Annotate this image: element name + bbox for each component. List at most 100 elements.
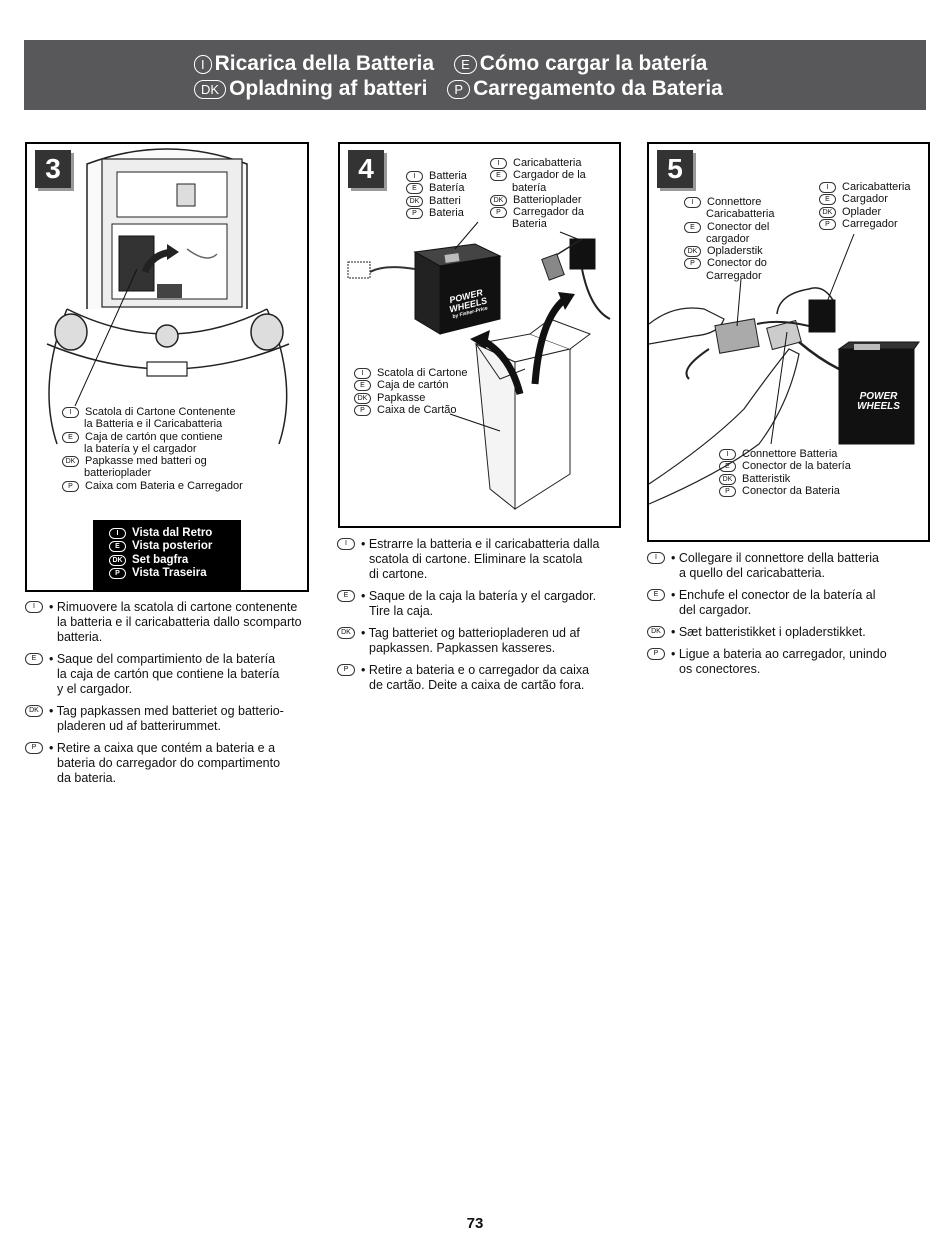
page-number: 73 xyxy=(466,1215,484,1232)
callout-text: Caricabatteria xyxy=(513,157,582,169)
view-text: Vista dal Retro xyxy=(132,526,213,539)
charger-connector-callout: I Connettore Caricabatteria E Conector del… xyxy=(684,196,774,282)
lang-badge: DK xyxy=(684,246,701,258)
lang-badge: DK xyxy=(62,456,79,468)
instruction-line: del cargador. xyxy=(679,603,752,617)
instruction-line: os conectores. xyxy=(679,662,761,676)
callout-text: Caja de cartón xyxy=(377,379,449,392)
lang-badge: P xyxy=(406,207,423,219)
lang-badge: P xyxy=(684,258,701,270)
instruction-line: • Retire a caixa que contém a bateria e … xyxy=(49,741,276,755)
instruction-paragraph: P • Retire a caixa que contém a bateria … xyxy=(25,741,315,786)
lang-badge: I xyxy=(337,538,355,550)
lang-badge: I xyxy=(25,601,43,613)
callout-text: cargador xyxy=(706,232,750,245)
callout-text: Papkasse med batteri og xyxy=(85,455,207,468)
lang-badge: E xyxy=(819,194,836,206)
step-5-instructions: I • Collegare il connettore della batter… xyxy=(647,551,937,684)
instruction-line: scatola di cartone. Eliminare la scatola xyxy=(369,552,583,566)
lang-badge: I xyxy=(109,527,126,539)
instruction-line: de cartão. Deite a caixa de cartão fora. xyxy=(369,678,585,692)
lang-badge: E xyxy=(62,431,79,443)
callout-text: Caixa de Cartão xyxy=(377,403,457,416)
instruction-line: di cartone. xyxy=(369,567,428,581)
instruction-paragraph: DK • Tag batteriet og batteriopladeren u… xyxy=(337,626,627,656)
instruction-line: pladeren ud af batterirummet. xyxy=(57,719,221,733)
lang-badge: DK xyxy=(354,392,371,404)
view-text: Vista Traseira xyxy=(132,567,207,580)
lang-badge: DK xyxy=(25,705,43,717)
step-number: 5 xyxy=(657,150,693,188)
callout-text: Conector del xyxy=(707,220,770,233)
page-header: I Ricarica della Batteria E Cómo cargar … xyxy=(24,40,926,110)
lang-badge: P xyxy=(109,568,126,580)
view-text: Set bagfra xyxy=(132,553,189,566)
lang-badge: I xyxy=(194,54,212,74)
instruction-line: batteria. xyxy=(57,630,103,644)
header-row-1: I Ricarica della Batteria E Cómo cargar … xyxy=(194,52,707,76)
lang-badge: P xyxy=(354,404,371,416)
battery-box-illustration xyxy=(347,221,611,511)
lang-badge: E xyxy=(490,170,507,182)
callout-text: Caja de cartón que contiene xyxy=(85,430,223,443)
instruction-paragraph: E • Saque del compartimiento de la bater… xyxy=(25,652,315,697)
callout-text: Batteria xyxy=(429,170,467,182)
callout-text: Conector do xyxy=(707,257,767,270)
step-number: 3 xyxy=(35,150,71,188)
lang-badge: E xyxy=(647,589,665,601)
callout-text: Connettore xyxy=(707,196,762,208)
callout-text: batería xyxy=(512,181,547,194)
callout-text: Batteri xyxy=(429,194,461,207)
lang-badge: P xyxy=(337,664,355,676)
callout-text: Batería xyxy=(429,182,465,195)
callout-text: Cargador xyxy=(842,193,888,206)
instruction-line: • Ligue a bateria ao carregador, unindo xyxy=(671,647,887,661)
instruction-line: • Retire a bateria e o carregador da cai… xyxy=(361,663,590,677)
callout-text: Connettore Batteria xyxy=(742,448,838,460)
lang-badge: P xyxy=(25,742,43,754)
lang-badge: DK xyxy=(406,195,423,207)
lang-badge: DK xyxy=(109,554,126,566)
instruction-line: • Saque del compartimiento de la batería xyxy=(49,652,276,666)
lang-badge: P xyxy=(62,480,79,492)
instruction-line: • Tag papkassen med batteriet og batteri… xyxy=(49,704,284,718)
callout-text: Caricabatteria xyxy=(706,208,775,221)
instruction-line: da bateria. xyxy=(57,771,117,785)
header-title: Cómo cargar la batería xyxy=(479,52,708,75)
instruction-paragraph: P • Retire a bateria e o carregador da c… xyxy=(337,663,627,693)
lang-badge: E xyxy=(406,183,423,195)
lang-badge: P xyxy=(447,79,471,99)
callout-text: Opladerstik xyxy=(707,245,763,258)
lang-badge: E xyxy=(684,221,701,233)
lang-badge: I xyxy=(62,407,79,418)
callout-text: la Batteria e il Caricabatteria xyxy=(84,418,223,431)
callout-text: Scatola di Cartone Contenente xyxy=(85,406,236,418)
callout-text: Caixa com Bateria e Carregador xyxy=(85,479,243,492)
lang-badge: I xyxy=(719,449,736,460)
instruction-line: Tire la caja. xyxy=(369,604,434,618)
step-4-instructions: I • Estrarre la batteria e il caricabatt… xyxy=(337,537,627,700)
header-title: Carregamento da Bateria xyxy=(473,77,723,100)
lang-badge: E xyxy=(25,653,43,665)
lang-badge: E xyxy=(354,380,371,392)
header-row-2: DK Opladning af batteri P Carregamento d… xyxy=(194,77,723,101)
step-number: 4 xyxy=(348,150,384,188)
instruction-line: • Estrarre la batteria e il caricabatter… xyxy=(361,537,600,551)
callout-text: Bateria xyxy=(429,206,464,219)
instruction-paragraph: I • Collegare il connettore della batter… xyxy=(647,551,937,581)
instruction-line: • Sæt batteristikket i opladerstikket. xyxy=(671,625,866,639)
header-title: Ricarica della Batteria xyxy=(214,52,435,75)
lang-badge: I xyxy=(684,197,701,208)
car-rear-illustration xyxy=(46,148,290,445)
brand-text: POWER xyxy=(859,391,898,402)
instruction-line: la caja de cartón que contiene la baterí… xyxy=(57,667,280,681)
callout-text: Oplader xyxy=(842,205,882,218)
instruction-line: bateria do carregador do compartimento xyxy=(57,756,281,770)
instruction-line: • Saque de la caja la batería y el carga… xyxy=(361,589,597,603)
lang-badge: DK xyxy=(490,194,507,206)
